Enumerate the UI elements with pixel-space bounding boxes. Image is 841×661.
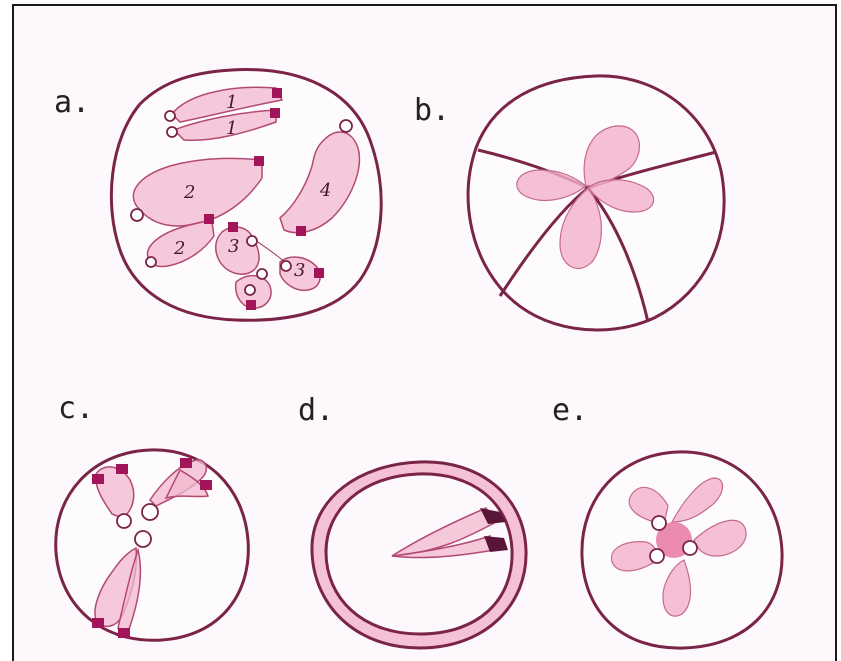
panel-c-label: c. [58, 391, 94, 426]
panel-a-kinetochore [228, 222, 238, 232]
panel-e-centriole [652, 516, 666, 530]
panel-e-centriole [683, 541, 697, 555]
panel-d-label: d. [298, 393, 334, 428]
panel-c: c. [56, 391, 249, 640]
panel-a-centromere [247, 236, 257, 246]
panel-a-centromere [245, 285, 255, 295]
panel-a-label: a. [54, 85, 90, 120]
panel-c-cell-outline [56, 450, 249, 640]
panel-c-kinetochore [92, 474, 104, 484]
panel-a-number-3a: 3 [228, 236, 239, 257]
panel-e-label: e. [552, 393, 588, 428]
panel-c-kinetochore [92, 618, 104, 628]
panel-c-centriole [135, 531, 151, 547]
panel-a-kinetochore [296, 226, 306, 236]
panel-a-number-3b: 3 [294, 260, 305, 281]
panel-e-centriole [650, 549, 664, 563]
panel-c-kinetochore [200, 480, 212, 490]
panel-a-centromere [146, 257, 156, 267]
panel-a-centromere [257, 269, 267, 279]
panel-c-kinetochore [180, 458, 192, 468]
panel-a: a. 1 1 2 2 3 3 4 [54, 70, 381, 321]
panel-c-kinetochore [118, 628, 130, 638]
panel-c-kinetochore [116, 464, 128, 474]
panel-b: b. [414, 76, 724, 330]
panel-a-centromere [340, 120, 352, 132]
panel-a-kinetochore [314, 268, 324, 278]
panel-a-kinetochore [270, 108, 280, 118]
panel-c-centriole [142, 504, 158, 520]
panel-a-number-4: 4 [319, 180, 331, 201]
panel-a-number-2a: 2 [183, 182, 195, 203]
panel-a-kinetochore [204, 214, 214, 224]
panel-a-number-2b: 2 [173, 238, 185, 259]
panel-a-centromere [167, 127, 177, 137]
panel-a-centromere [281, 261, 291, 271]
panel-e: e. [552, 393, 782, 648]
panel-d: d. [298, 393, 526, 648]
panel-a-kinetochore [246, 300, 256, 310]
panel-c-centriole [117, 514, 131, 528]
panel-a-number-1b: 1 [226, 118, 237, 139]
panel-a-centromere [165, 111, 175, 121]
panel-a-kinetochore [254, 156, 264, 166]
panel-a-kinetochore [272, 88, 282, 98]
panel-b-label: b. [414, 93, 450, 128]
panel-a-centromere [131, 209, 143, 221]
panel-a-number-1a: 1 [226, 92, 237, 113]
